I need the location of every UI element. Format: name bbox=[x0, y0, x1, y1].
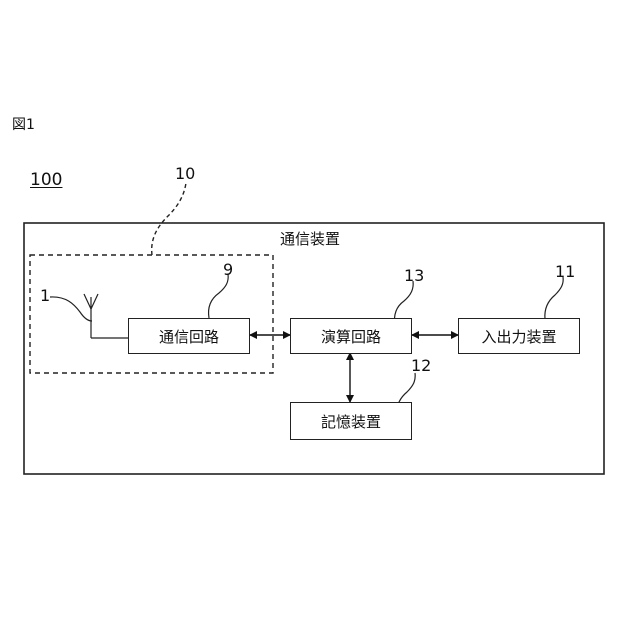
io-device-ref: 11 bbox=[555, 264, 575, 280]
storage-ref: 12 bbox=[411, 358, 431, 374]
dashed-group-frame bbox=[30, 255, 273, 373]
comm-circuit-label: 通信回路 bbox=[159, 326, 219, 347]
storage-label: 記憶装置 bbox=[321, 411, 381, 432]
io-device-block: 入出力装置 bbox=[458, 318, 580, 354]
antenna-icon bbox=[84, 294, 128, 338]
io-device-label: 入出力装置 bbox=[481, 326, 556, 347]
arith-circuit-ref: 13 bbox=[404, 268, 424, 284]
dashed-group-leader bbox=[152, 183, 186, 255]
outer-device-title: 通信装置 bbox=[280, 232, 340, 247]
arith-circuit-label: 演算回路 bbox=[321, 326, 381, 347]
device-reference-number: 100 bbox=[30, 172, 62, 189]
leader-11 bbox=[545, 277, 563, 319]
leader-9 bbox=[209, 274, 229, 318]
figure-label: 図1 bbox=[12, 118, 35, 132]
dashed-group-ref: 10 bbox=[175, 166, 195, 182]
arith-circuit-block: 演算回路 bbox=[290, 318, 412, 354]
comm-circuit-block: 通信回路 bbox=[128, 318, 250, 354]
antenna-leader bbox=[50, 297, 92, 321]
comm-circuit-ref: 9 bbox=[223, 262, 233, 278]
storage-block: 記憶装置 bbox=[290, 402, 412, 440]
antenna-ref: 1 bbox=[40, 288, 50, 304]
